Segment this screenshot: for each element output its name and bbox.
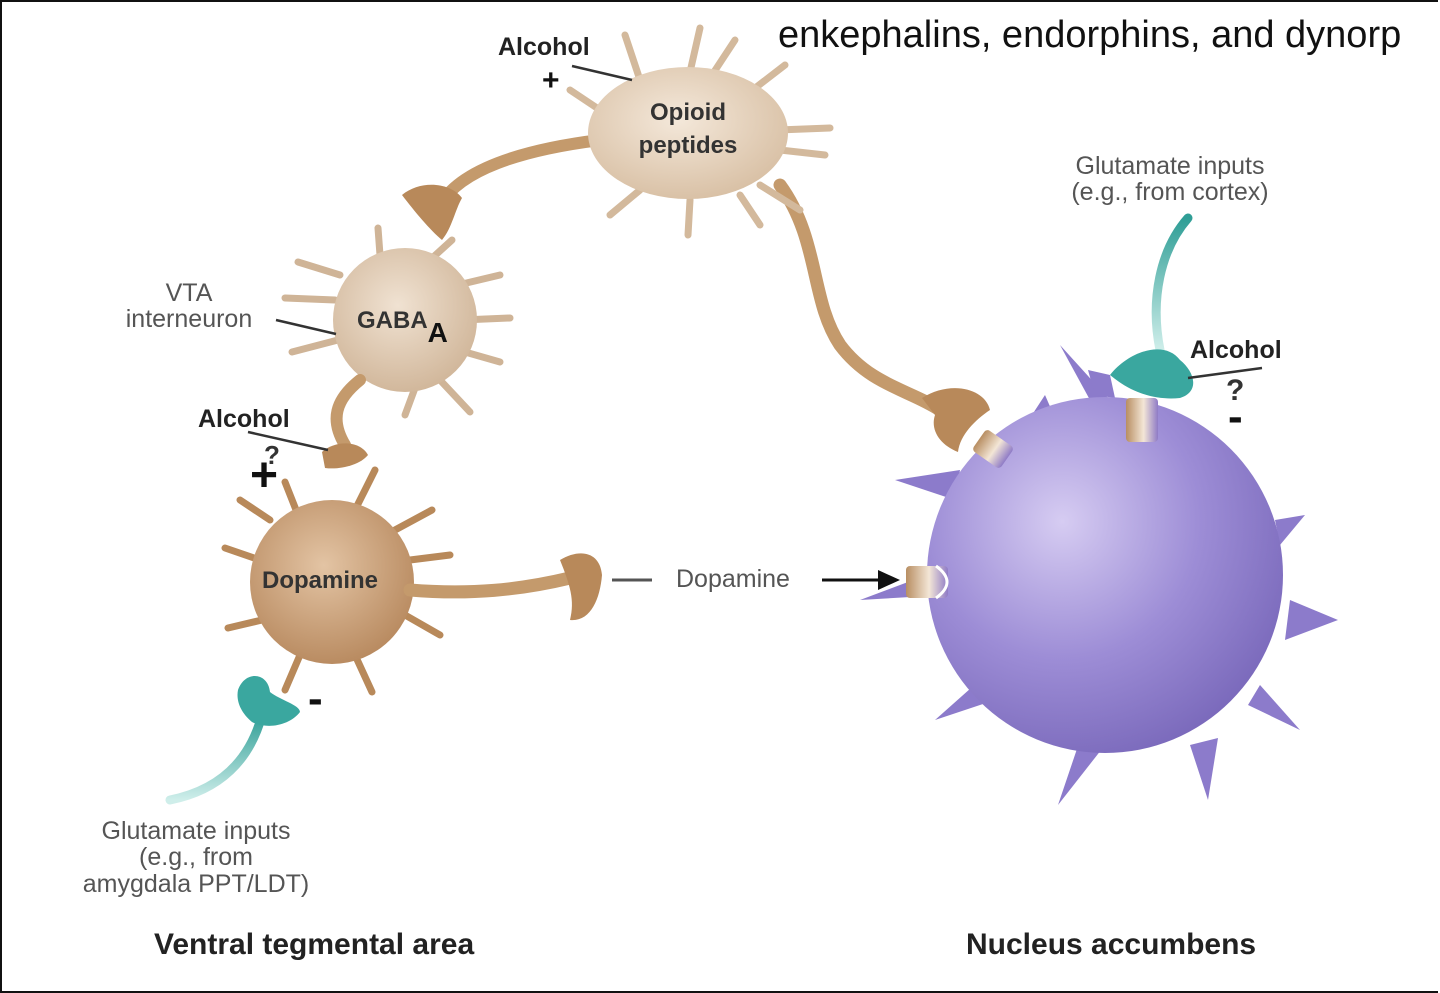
alcohol-label-right: Alcohol [1190, 336, 1282, 364]
opioid-neuron-label: Opioid peptides [630, 99, 746, 160]
opioid-to-accumbens-axon [773, 178, 990, 452]
plus-sign-middle: + [250, 449, 279, 502]
dopamine-neuron-label: Dopamine [262, 567, 379, 594]
receptor-glutamate [1126, 398, 1158, 442]
receptor-opioid [973, 430, 1013, 468]
receptor-dopamine [906, 564, 949, 600]
region-title-vta: Ventral tegmental area [154, 928, 475, 961]
header-note: enkephalins, endorphins, and dynorp [778, 14, 1402, 56]
glutamate-amygdala-line3: amygdala PPT/LDT) [82, 869, 310, 898]
glutamate-amygdala-line1: Glutamate inputs [101, 817, 291, 845]
question-mark-middle: ? [264, 440, 280, 470]
gaba-label-subscript: A [427, 317, 448, 348]
vta-label-line2: interneuron [125, 305, 253, 334]
minus-sign-bottom: - [308, 674, 323, 723]
question-mark-right: ? [1226, 374, 1245, 407]
alcohol-label-middle: Alcohol [198, 405, 290, 433]
opioid-label-line1: Opioid [650, 99, 726, 126]
region-title-accumbens: Nucleus accumbens [966, 928, 1257, 961]
vta-label-line1: VTA [165, 279, 213, 307]
accumbens-neuron [860, 345, 1338, 805]
minus-sign-right: - [1228, 392, 1243, 441]
glutamate-input-cortex [1110, 213, 1194, 399]
glutamate-amygdala-label: Glutamate inputs (e.g., from amygdala PP… [60, 818, 332, 897]
gaba-label-main: GABA [357, 307, 428, 334]
glutamate-amygdala-line2: (e.g., from [139, 843, 253, 872]
dopamine-release-arrow [612, 570, 900, 590]
vta-interneuron-label: VTA interneuron [114, 280, 264, 333]
plus-sign-top: + [542, 64, 560, 97]
glutamate-cortex-line1: Glutamate inputs [1075, 152, 1265, 180]
dopamine-release-label: Dopamine [676, 565, 790, 593]
opioid-label-line2: peptides [638, 132, 738, 160]
dopamine-neuron [221, 466, 602, 696]
glutamate-cortex-line2: (e.g., from cortex) [1071, 178, 1269, 207]
leader-lines [247, 64, 1263, 452]
alcohol-label-top: Alcohol [498, 33, 590, 61]
glutamate-cortex-label: Glutamate inputs (e.g., from cortex) [1050, 153, 1290, 206]
gaba-neuron-label: GABAA [357, 304, 448, 347]
gaba-neuron [281, 224, 514, 469]
opioid-neuron [566, 24, 834, 239]
opioid-to-gaba-axon [402, 134, 606, 240]
glutamate-input-amygdala [165, 675, 300, 805]
